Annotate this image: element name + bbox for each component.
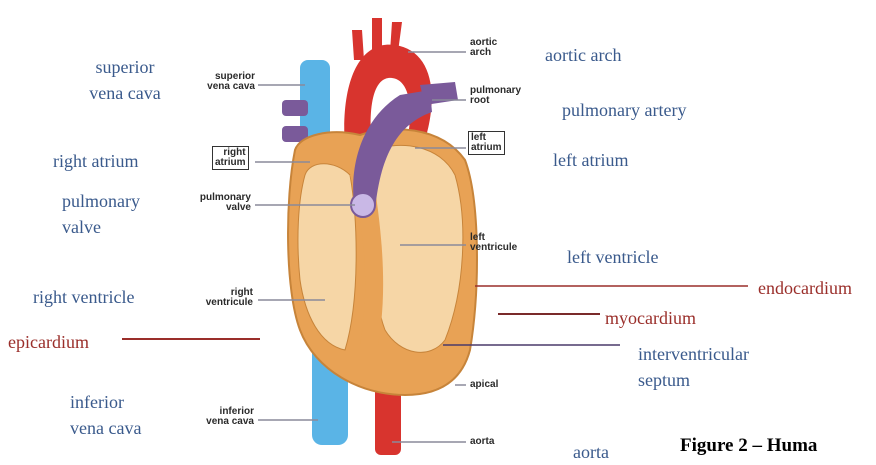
diagram-label-pulmonary-root-line2: root <box>470 96 521 106</box>
label-left-atrium: left atrium <box>553 147 628 173</box>
label-pulmonary-valve-line1: pulmonary <box>62 188 140 214</box>
label-superior-vena-cava-line1: superior <box>70 54 180 80</box>
diagram-label-left-atrium-line2: atrium <box>471 143 502 153</box>
diagram-label-pulmonary-valve-line2: valve <box>195 203 251 213</box>
diagram-label-superior-vena-cava-line2: vena cava <box>200 82 255 92</box>
label-inferior-vena-cava-line2: vena cava <box>70 415 141 441</box>
diagram-label-pulmonary-root: pulmonary root <box>470 86 521 106</box>
diagram-label-aortic-arch: aortic arch <box>470 38 497 58</box>
label-pulmonary-valve: pulmonary valve <box>62 188 140 240</box>
diagram-label-inferior-vena-cava: inferior vena cava <box>196 407 254 427</box>
label-interventricular-septum: interventricular septum <box>638 341 749 393</box>
label-inferior-vena-cava-line1: inferior <box>70 389 141 415</box>
label-left-ventricle: left ventricle <box>567 244 658 270</box>
label-aortic-arch: aortic arch <box>545 42 621 68</box>
label-inferior-vena-cava: inferior vena cava <box>70 389 141 441</box>
diagram-label-left-atrium: left atrium <box>468 131 505 155</box>
label-superior-vena-cava: superior vena cava <box>70 54 180 106</box>
left-pulmonary-vein-upper <box>282 100 308 116</box>
diagram-label-right-ventricule: right ventricule <box>195 288 253 308</box>
label-interventricular-septum-line1: interventricular <box>638 341 749 367</box>
diagram-label-left-ventricule-line2: ventricule <box>470 243 517 253</box>
diagram-label-pulmonary-valve: pulmonary valve <box>195 193 251 213</box>
label-endocardium: endocardium <box>758 275 852 301</box>
pulmonary-root-branch <box>420 82 458 105</box>
label-interventricular-septum-line2: septum <box>638 367 749 393</box>
left-chamber <box>371 145 463 352</box>
diagram-label-left-ventricule: left ventricule <box>470 233 517 253</box>
diagram-label-right-atrium-line2: atrium <box>215 158 246 168</box>
diagram-label-aortic-arch-line2: arch <box>470 48 497 58</box>
diagram-label-apical: apical <box>470 380 498 390</box>
diagram-label-right-atrium: right atrium <box>212 146 249 170</box>
diagram-label-right-ventricule-line2: ventricule <box>195 298 253 308</box>
label-pulmonary-valve-line2: valve <box>62 214 140 240</box>
label-pulmonary-artery: pulmonary artery <box>562 97 686 123</box>
label-aorta: aorta <box>573 439 609 465</box>
label-superior-vena-cava-line2: vena cava <box>70 80 180 106</box>
diagram-label-aorta: aorta <box>470 437 494 447</box>
diagram-label-superior-vena-cava: superior vena cava <box>200 72 255 92</box>
label-right-ventricle: right ventricle <box>33 284 134 310</box>
diagram-label-inferior-vena-cava-line2: vena cava <box>196 417 254 427</box>
label-right-atrium: right atrium <box>53 148 138 174</box>
label-myocardium: myocardium <box>605 305 696 331</box>
label-epicardium: epicardium <box>8 329 89 355</box>
figure-caption: Figure 2 – Huma <box>680 435 817 457</box>
